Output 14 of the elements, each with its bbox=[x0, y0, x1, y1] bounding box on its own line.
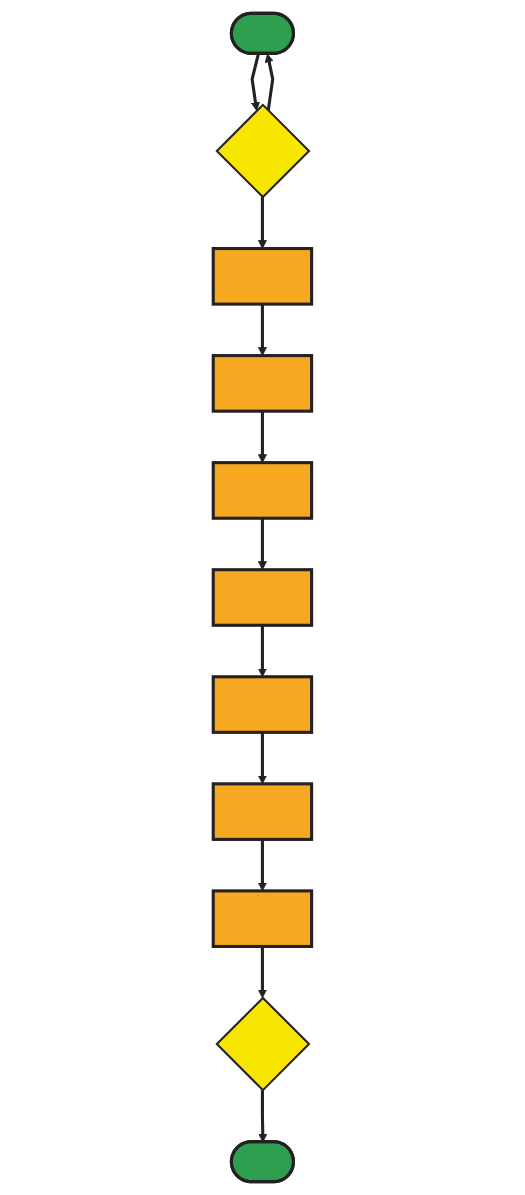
node-box bbox=[211, 247, 314, 306]
arrow bbox=[250, 53, 261, 112]
node-box bbox=[211, 354, 314, 413]
node-box bbox=[211, 568, 314, 627]
node-box bbox=[211, 782, 314, 841]
arrow bbox=[257, 304, 268, 356]
node-box bbox=[211, 675, 314, 734]
arrow bbox=[257, 197, 268, 249]
arrow bbox=[257, 946, 268, 999]
node-box bbox=[211, 889, 314, 948]
node-diamond bbox=[215, 103, 311, 199]
node-box bbox=[211, 461, 314, 520]
node-diamond bbox=[215, 996, 311, 1092]
arrow bbox=[264, 53, 275, 111]
